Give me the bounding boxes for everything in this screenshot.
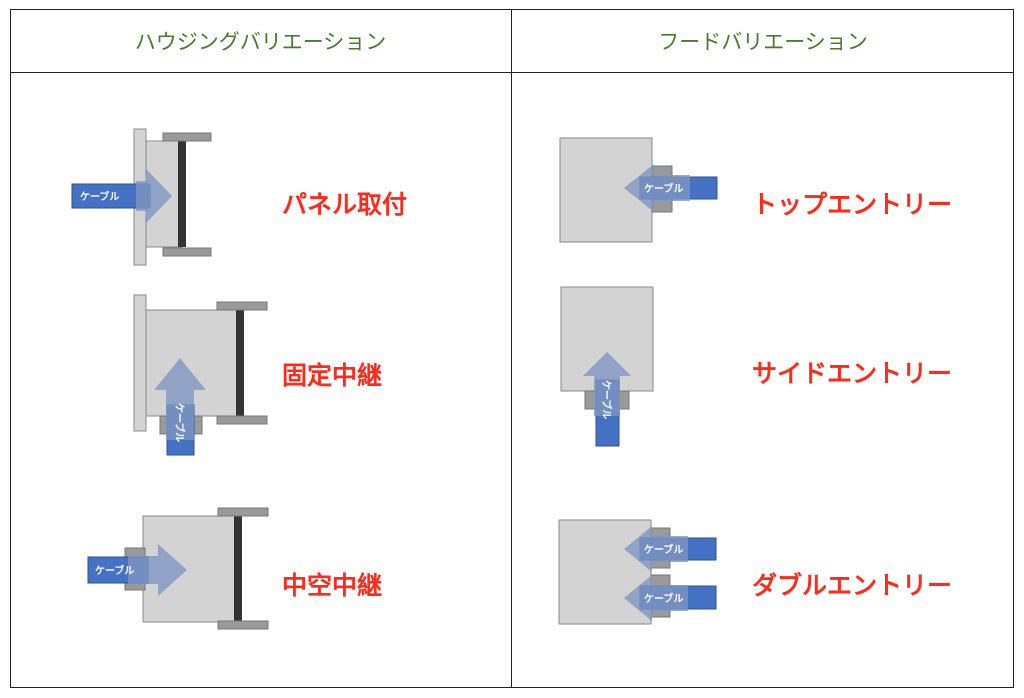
fixed-relay-diagram: ケーブル: [133, 294, 268, 456]
cable-label-lower: ケーブル: [644, 592, 683, 605]
cable-label: ケーブル: [95, 564, 134, 577]
insertion-arrow: [154, 358, 206, 440]
hood-header: フードバリエーション: [658, 30, 868, 54]
header-divider: [10, 72, 1014, 73]
column-divider: [511, 9, 512, 688]
cable-label: ケーブル: [600, 380, 613, 419]
cable-label-upper: ケーブル: [644, 543, 683, 556]
cable-label: ケーブル: [80, 190, 119, 203]
seal-bar: [234, 516, 242, 622]
insertion-arrow-lower: [624, 575, 688, 621]
insertion-arrow: [583, 352, 631, 416]
bottom-flange: [162, 247, 212, 257]
fixed-relay-label: 固定中継: [282, 361, 383, 390]
insertion-arrow: [136, 169, 172, 223]
housing-header: ハウジングバリエーション: [134, 30, 387, 54]
top-flange: [216, 301, 268, 311]
double-entry-label: ダブルエントリー: [752, 571, 953, 600]
hollow-relay-diagram: ケーブル: [87, 507, 269, 630]
top-entry-label: トップエントリー: [752, 190, 953, 219]
table-frame: [10, 9, 1014, 688]
panel-mount-label: パネル取付: [282, 190, 408, 219]
top-flange: [217, 507, 269, 517]
double-entry-diagram: ケーブル ケーブル: [558, 519, 717, 625]
side-entry-diagram: ケーブル: [560, 286, 654, 447]
seal-bar: [236, 310, 244, 416]
side-entry-label: サイドエントリー: [752, 359, 953, 388]
panel-plate: [133, 294, 147, 432]
seal-bar: [178, 141, 186, 247]
insertion-arrow-upper: [624, 526, 688, 572]
cable-label: ケーブル: [173, 403, 186, 442]
insertion-arrow: [128, 544, 187, 596]
top-flange: [162, 132, 212, 142]
cable-label: ケーブル: [644, 182, 683, 195]
hollow-relay-label: 中空中継: [282, 571, 383, 600]
bottom-flange: [216, 415, 268, 425]
panel-mount-diagram: ケーブル: [71, 128, 212, 266]
insertion-arrow: [624, 164, 690, 212]
bottom-flange: [217, 620, 269, 630]
top-entry-diagram: ケーブル: [559, 137, 718, 243]
